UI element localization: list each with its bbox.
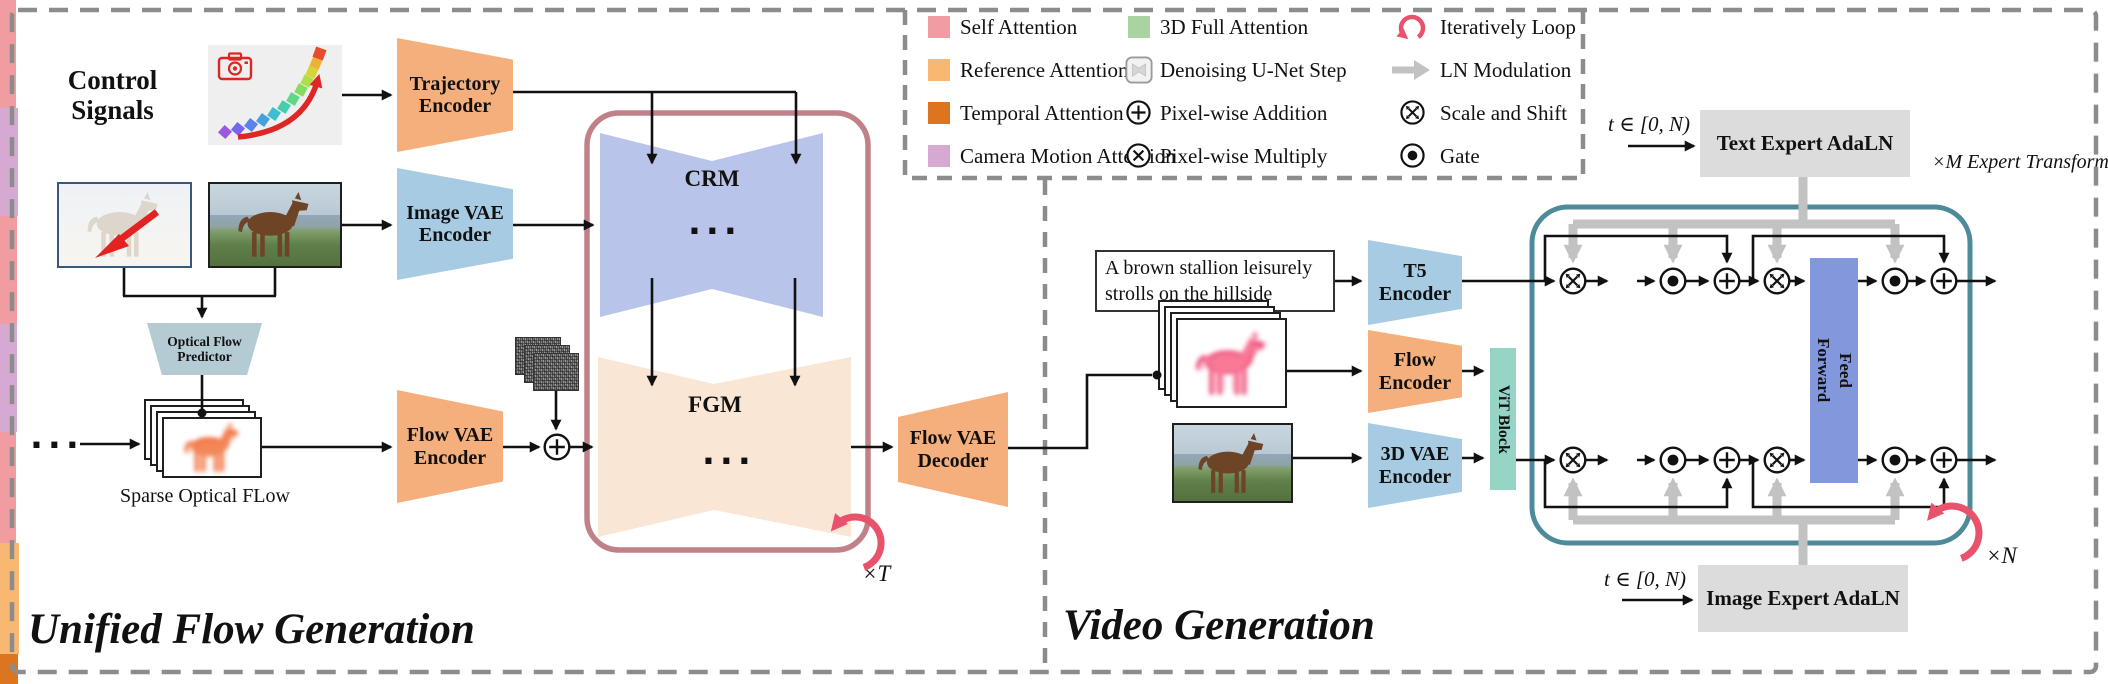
expert-blocks-note: ×M Expert Transformer blocks (1932, 151, 2108, 173)
gate-icon (1659, 267, 1687, 295)
crm-self-attention-bar (0, 216, 17, 324)
gate-icon (1399, 142, 1426, 169)
scale-and-shift-icon (1763, 267, 1791, 295)
pixel-wise-addition-icon (1713, 446, 1741, 474)
legend-label: Iteratively Loop (1440, 15, 1576, 39)
camera-motion-attention-swatch (928, 145, 950, 167)
fgm-ellipsis: ... (702, 433, 756, 473)
crm-camera-motion-bar (0, 108, 18, 216)
pixel-wise-addition-icon (1125, 99, 1152, 126)
denoising-unet-step-icon (1125, 56, 1153, 84)
legend-label: Self Attention (960, 15, 1078, 39)
horse-silhouette (1190, 433, 1274, 494)
fgm-label: FGM (688, 392, 742, 417)
timestep-label-bottom: t ∈ [0, N) (1604, 567, 1687, 591)
transformer-block-border (1529, 204, 1973, 546)
optical-flow-predictor: Optical Flow Predictor (147, 323, 262, 375)
crm-camera-motion-bar (0, 324, 17, 432)
crm-self-attention-bar (0, 0, 16, 108)
gate-icon (1881, 446, 1909, 474)
drag-signal-image (57, 182, 192, 268)
legend-label: Temporal Attention (960, 101, 1124, 125)
reference-attention-swatch (928, 59, 950, 81)
fgm-self-attention-bar (0, 432, 16, 543)
trajectory-encoder: Trajectory Encoder (397, 38, 513, 152)
legend-label: Gate (1440, 144, 1480, 168)
crm-ellipsis: ... (688, 203, 742, 243)
fgm-temporal-attention-bar (0, 654, 18, 684)
left-ellipsis: ... (30, 417, 84, 457)
timestep-label-top: t ∈ [0, N) (1608, 112, 1691, 136)
horse-silhouette (228, 192, 322, 258)
video-generation-title: Video Generation (1063, 602, 1375, 649)
image-expert-adaln: Image Expert AdaLN (1698, 565, 1908, 632)
pixel-wise-addition-icon (543, 433, 571, 461)
pixel-wise-addition-icon (1713, 267, 1741, 295)
pixel-wise-multiply-icon (1125, 142, 1152, 169)
noise-frame (533, 353, 579, 391)
flow-encoder: Flow Encoder (1368, 330, 1462, 413)
legend-label: LN Modulation (1440, 58, 1572, 82)
crm-label: CRM (684, 166, 740, 191)
scale-and-shift-icon (1399, 99, 1426, 126)
t5-encoder: T5 Encoder (1368, 240, 1462, 325)
pixel-wise-addition-icon (1930, 267, 1958, 295)
loop-count-N: ×N (1986, 543, 2017, 568)
flow-vae-encoder: Flow VAE Encoder (397, 390, 503, 503)
gate-icon (1881, 267, 1909, 295)
feed-forward-block: Feed Forward (1810, 258, 1858, 483)
legend-label: Scale and Shift (1440, 101, 1568, 125)
temporal-attention-swatch (928, 102, 950, 124)
legend-label: Reference Attention (960, 58, 1129, 82)
legend-label: Pixel-wise Multiply (1160, 144, 1328, 168)
3d-full-attention-swatch (1128, 16, 1150, 38)
image-vae-encoder: Image VAE Encoder (397, 168, 513, 280)
legend-label: Denoising U-Net Step (1160, 58, 1347, 82)
flow-blob-soft (1193, 332, 1270, 396)
iteratively-loop-icon (1396, 14, 1426, 40)
sparse-optical-flow-label: Sparse Optical FLow (120, 485, 290, 507)
video-iteration-loop-icon (1926, 502, 1983, 562)
trajectory-arrow (237, 73, 323, 140)
loop-count-T: ×T (862, 561, 891, 586)
vae-3d-encoder: 3D VAE Encoder (1368, 423, 1462, 508)
text-expert-adaln: Text Expert AdaLN (1700, 110, 1910, 177)
flow-vae-decoder: Flow VAE Decoder (898, 392, 1008, 507)
flow-frame-front (1176, 318, 1287, 408)
optical-flow-blob-soft (179, 426, 246, 472)
control-signals-label: Control Signals (67, 64, 158, 125)
gate-icon (1659, 446, 1687, 474)
fgm-reference-attention-bar (0, 543, 19, 654)
self-attention-swatch (928, 16, 950, 38)
drag-arrow-icon (95, 209, 160, 258)
scale-and-shift-icon (1763, 446, 1791, 474)
ln-modulation-icon (1392, 60, 1430, 80)
scale-and-shift-icon (1559, 267, 1587, 295)
trajectory-illustration (208, 45, 342, 145)
flow-generation-title: Unified Flow Generation (28, 606, 475, 653)
pixel-wise-addition-icon (1930, 446, 1958, 474)
legend-label: Pixel-wise Addition (1160, 101, 1328, 125)
flow-frame-front (162, 417, 262, 478)
legend-label: 3D Full Attention (1160, 15, 1309, 39)
conditioning-horse-image (1172, 423, 1293, 503)
vit-block: ViT Block (1490, 348, 1516, 490)
scale-and-shift-icon (1559, 446, 1587, 474)
reference-horse-image (208, 182, 342, 268)
